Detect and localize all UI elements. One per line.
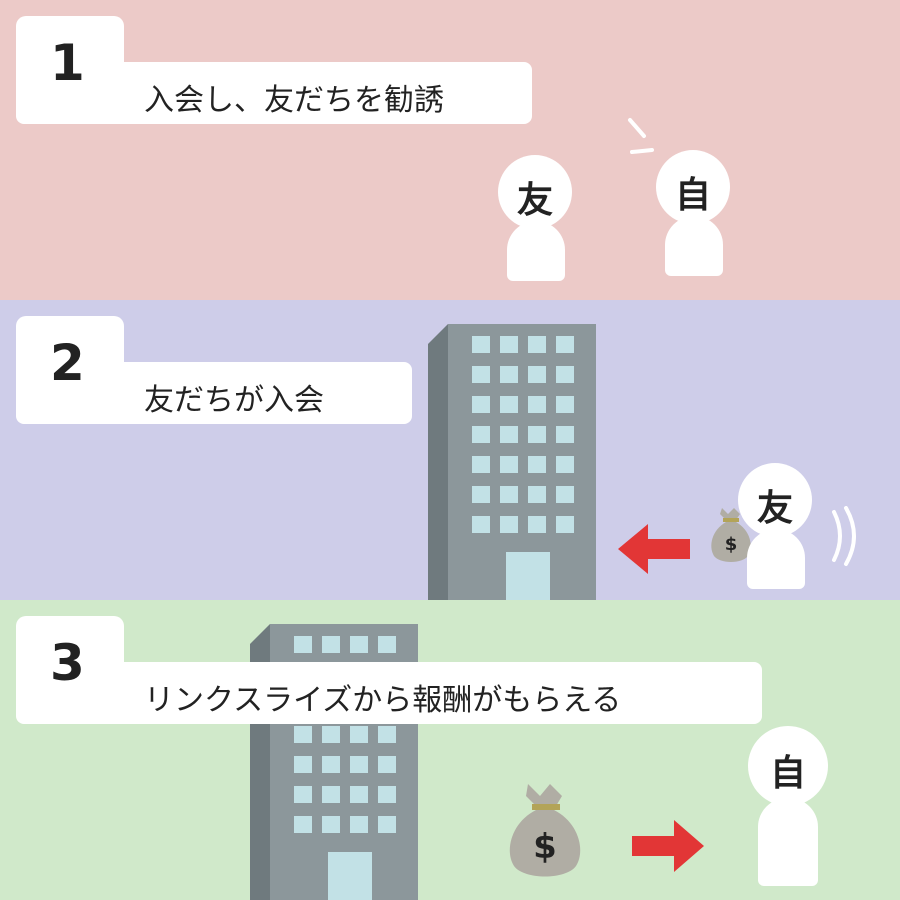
building-window [472, 456, 490, 473]
money-bag-icon: $ [509, 784, 581, 877]
building-window [322, 636, 340, 653]
money-bag-symbol: $ [533, 827, 557, 867]
friend-person-icon: 友 [738, 463, 812, 593]
friend-person-icon: 友 [498, 155, 572, 283]
building-window [322, 786, 340, 803]
step-1-number-box: 1 [16, 16, 124, 124]
building-window [500, 516, 518, 533]
building-window [294, 636, 312, 653]
building-window [472, 366, 490, 383]
step-3-number: 3 [50, 634, 85, 692]
building-window [528, 486, 546, 503]
money-bag-symbol: $ [725, 534, 738, 555]
building-window [528, 366, 546, 383]
step-2-label: 友だちが入会 [144, 383, 324, 418]
self-char: 自 [674, 175, 711, 216]
building-window [378, 756, 396, 773]
step-1-panel: 入会し、友だちを勧誘 1 友 自 [0, 0, 900, 300]
step-3-panel: リンクスライズから報酬がもらえる 3 $ 自 [0, 600, 900, 900]
building-window [556, 396, 574, 413]
building-window [378, 816, 396, 833]
building-window [322, 816, 340, 833]
building-window [350, 816, 368, 833]
building-window [500, 366, 518, 383]
building-window [472, 426, 490, 443]
building-window [500, 336, 518, 353]
building-icon [428, 324, 596, 600]
building-window [294, 786, 312, 803]
step-2-number-box: 2 [16, 316, 124, 424]
self-person-icon: 自 [656, 150, 730, 282]
step-1-background [0, 0, 900, 300]
step-3-label-box: リンクスライズから報酬がもらえる [16, 662, 762, 724]
friend-char: 友 [756, 488, 793, 529]
building-window [472, 516, 490, 533]
self-person-icon: 自 [748, 726, 828, 886]
building-window [556, 426, 574, 443]
arrow-left-icon [618, 524, 690, 574]
building-window [528, 396, 546, 413]
building-window [528, 516, 546, 533]
building-window [528, 426, 546, 443]
building-window [472, 396, 490, 413]
building-window [500, 456, 518, 473]
building-window [556, 336, 574, 353]
step-3-number-box: 3 [16, 616, 124, 724]
step-2-number: 2 [50, 334, 85, 392]
building-window [378, 636, 396, 653]
building-window [556, 516, 574, 533]
building-window [472, 336, 490, 353]
step-1-label: 入会し、友だちを勧誘 [144, 83, 444, 118]
building-window [322, 726, 340, 743]
building-window [294, 816, 312, 833]
step-1-number: 1 [50, 34, 85, 92]
building-window [350, 786, 368, 803]
money-bag-icon: $ [711, 508, 751, 562]
building-window [350, 726, 368, 743]
step-3-label: リンクスライズから報酬がもらえる [144, 683, 622, 718]
sound-wave-icon [832, 506, 856, 566]
building-window [378, 726, 396, 743]
building-window [500, 396, 518, 413]
building-window [556, 456, 574, 473]
building-window [556, 486, 574, 503]
building-window [472, 486, 490, 503]
arrow-right-icon [632, 820, 704, 872]
building-window [322, 756, 340, 773]
self-char: 自 [769, 753, 806, 794]
building-window [294, 726, 312, 743]
friend-char: 友 [516, 180, 553, 221]
building-window [528, 336, 546, 353]
step-2-panel: 友だちが入会 2 $ 友 [0, 300, 900, 600]
building-window [500, 486, 518, 503]
building-window [350, 756, 368, 773]
building-window [500, 426, 518, 443]
building-window [350, 636, 368, 653]
speech-burst-icon [628, 118, 654, 154]
building-window [378, 786, 396, 803]
building-window [528, 456, 546, 473]
building-window [556, 366, 574, 383]
building-window [294, 756, 312, 773]
